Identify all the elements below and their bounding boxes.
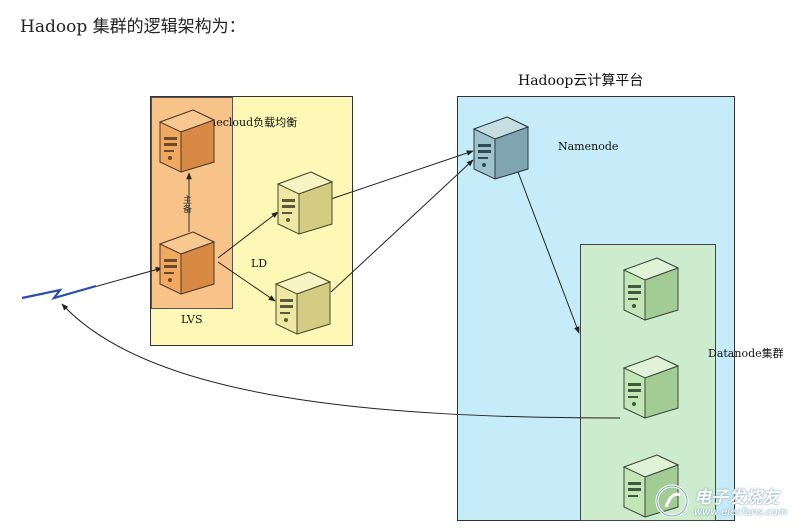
connector-namenode-to-datanodes (517, 171, 580, 334)
datanode-cluster-label: Datanode集群 (708, 347, 784, 360)
load-balancer-label: Ninecloud负载均衡 (196, 116, 298, 129)
ld-bottom-server-icon (274, 271, 332, 335)
lightning-icon (21, 284, 97, 300)
namenode-server-icon (472, 116, 530, 180)
hadoop-cloud-label: Hadoop云计算平台 (518, 73, 644, 89)
watermark: 电子发烧友 www.elecfans.com (654, 481, 796, 525)
namenode-label: Namenode (558, 140, 619, 153)
datanode-3-server-icon (622, 454, 680, 518)
elecfans-logo-icon (655, 484, 689, 518)
lvs-label: LVS (181, 313, 203, 326)
ld-label: LD (251, 257, 268, 270)
connector-ld-top-to-namenode (330, 150, 474, 200)
ld-top-server-icon (276, 171, 334, 235)
connector-lvs-to-ld-bottom (217, 261, 276, 302)
datanode-2-server-icon (622, 355, 680, 419)
lvs-backup-server-icon (158, 109, 216, 173)
page-title: Hadoop 集群的逻辑架构为： (20, 17, 246, 37)
watermark-url: www.elecfans.com (694, 507, 788, 518)
connector-ld-bottom-to-namenode (330, 159, 474, 293)
watermark-name: 电子发烧友 (694, 488, 779, 508)
connector-datanodes-to-client (61, 303, 621, 419)
lvs-primary-server-icon (158, 231, 216, 295)
datanode-1-server-icon (622, 257, 680, 321)
connector-lvs-to-ld-top (217, 211, 279, 259)
primary-backup-label: 主备 (181, 195, 191, 213)
